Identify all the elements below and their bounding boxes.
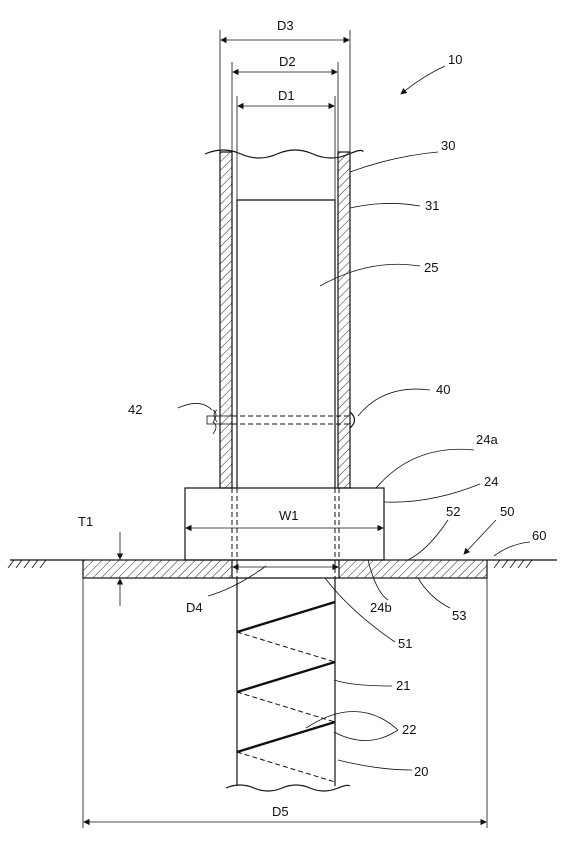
label-d3: D3 [277,18,294,33]
label-d5: D5 [272,804,289,819]
label-d2: D2 [279,54,296,69]
label-w1: W1 [279,508,299,523]
socket-block [184,487,385,561]
excavation-outline [82,578,488,828]
label-d1: D1 [278,88,295,103]
label-25: 25 [424,260,438,275]
label-53: 53 [452,608,466,623]
label-20: 20 [414,764,428,779]
lock-pin [206,409,356,435]
label-52: 52 [446,504,460,519]
label-d4: D4 [186,600,203,615]
label-22: 22 [402,722,416,737]
label-50: 50 [500,504,514,519]
inner-post [236,199,336,488]
outer-tube [204,149,364,489]
label-24: 24 [484,474,498,489]
label-21: 21 [396,678,410,693]
base-plate [82,559,488,579]
label-51: 51 [398,636,412,651]
label-10: 10 [448,52,462,67]
label-24b: 24b [370,600,392,615]
label-24a: 24a [476,432,498,447]
label-t1: T1 [78,514,93,529]
hidden-lines [231,415,350,578]
label-31: 31 [425,198,439,213]
label-30: 30 [441,138,455,153]
label-60: 60 [532,528,546,543]
dimension-lines [83,30,487,826]
label-42: 42 [128,402,142,417]
ground-surface [7,559,557,569]
label-40: 40 [436,382,450,397]
screw-pile [225,578,351,792]
leader-lines [177,65,531,771]
